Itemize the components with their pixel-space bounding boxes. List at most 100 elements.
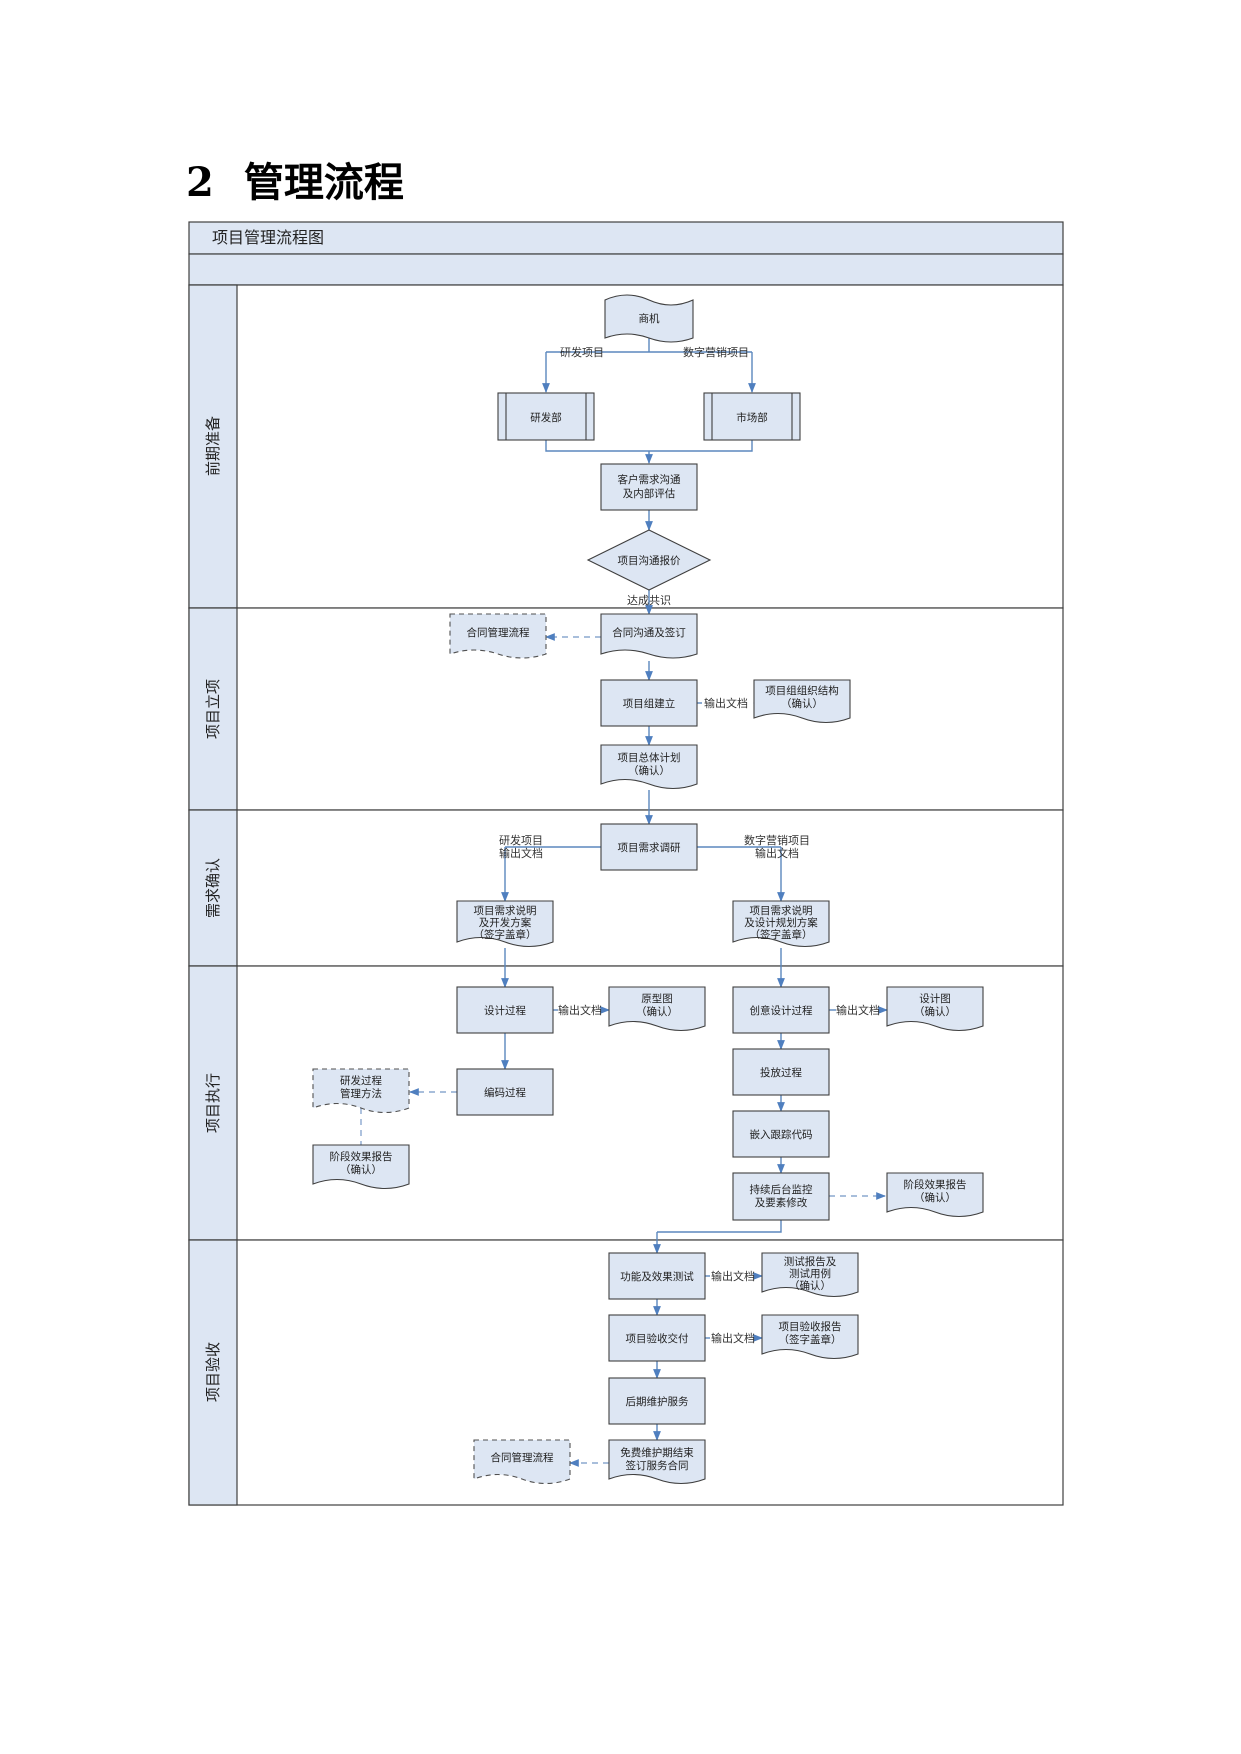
svg-text:及要素修改: 及要素修改 [755,1196,808,1209]
node-chuangyi-sheji: 创意设计过程 [732,986,830,1034]
edge-label-dacheng: 达成共识 [627,594,671,607]
node-xuqiu-diaoyan: 项目需求调研 [600,823,698,871]
svg-text:编码过程: 编码过程 [484,1086,526,1099]
node-jieduan-baogao-right: 阶段效果报告 （确认） [886,1172,984,1218]
edge-label-out1: 输出文档 [704,696,748,710]
svg-text:原型图: 原型图 [641,992,673,1005]
svg-text:合同管理流程: 合同管理流程 [467,626,530,639]
svg-text:项目需求调研: 项目需求调研 [618,842,681,854]
svg-text:项目沟通报价: 项目沟通报价 [618,554,681,567]
svg-text:项目总体计划: 项目总体计划 [618,751,681,764]
diagram-title: 项目管理流程图 [212,228,324,247]
svg-text:研发部: 研发部 [530,411,562,424]
svg-text:商机: 商机 [639,312,660,325]
svg-text:签订服务合同: 签订服务合同 [626,1459,689,1472]
node-shangji: 商机 [604,294,694,343]
edge-label-out4: 输出文档 [711,1269,755,1283]
svg-text:项目验收交付: 项目验收交付 [626,1332,689,1345]
svg-text:及内部评估: 及内部评估 [623,487,676,500]
node-kehu-goutong: 客户需求沟通 及内部评估 [600,463,698,511]
svg-text:合同沟通及签订: 合同沟通及签订 [612,626,686,639]
edge-label-out2: 输出文档 [558,1003,602,1017]
edge-label-out5: 输出文档 [711,1331,755,1345]
node-hetong-sign: 合同沟通及签订 [600,613,698,659]
node-qianru-daima: 嵌入跟踪代码 [732,1110,830,1158]
svg-text:合同管理流程: 合同管理流程 [491,1451,554,1464]
lane-label-xuqiu: 需求确认 [204,858,222,918]
svg-text:管理方法: 管理方法 [340,1087,382,1100]
node-jieduan-baogao-left: 阶段效果报告 （确认） [312,1144,410,1190]
node-gongneng-ceshi: 功能及效果测试 [608,1252,706,1300]
svg-text:客户需求沟通: 客户需求沟通 [618,473,681,486]
node-shejitu: 设计图 （确认） [886,986,984,1032]
svg-text:免费维护期结束: 免费维护期结束 [620,1446,694,1459]
node-zongti-jihua: 项目总体计划 （确认） [600,744,698,790]
node-shuoming-left: 项目需求说明 及开发方案 （签字盖章） [456,900,554,948]
svg-text:后期维护服务: 后期维护服务 [626,1395,689,1408]
svg-text:功能及效果测试: 功能及效果测试 [620,1270,694,1283]
svg-text:阶段效果报告: 阶段效果报告 [330,1150,393,1163]
node-hetong-bottom: 合同管理流程 [473,1439,571,1485]
node-toufang-guocheng: 投放过程 [732,1048,830,1096]
edges [360,338,888,1467]
svg-text:（确认）: （确认） [789,1279,831,1292]
svg-text:项目需求说明: 项目需求说明 [750,904,813,917]
svg-text:（签字盖章）: （签字盖章） [474,928,537,941]
edge-label-yf-out-b: 输出文档 [499,846,543,860]
node-yanshou-jiaofu: 项目验收交付 [608,1314,706,1362]
svg-text:项目需求说明: 项目需求说明 [474,904,537,917]
svg-text:投放过程: 投放过程 [760,1066,802,1079]
svg-text:及设计规划方案: 及设计规划方案 [744,916,818,929]
svg-text:（确认）: （确认） [781,697,823,710]
edge-label-shuzi: 数字营销项目 [683,345,749,359]
edge-label-sz-out-a: 数字营销项目 [744,833,810,847]
svg-text:创意设计过程: 创意设计过程 [750,1004,813,1017]
svg-text:项目组组织结构: 项目组组织结构 [765,684,839,697]
svg-text:设计过程: 设计过程 [484,1004,526,1017]
svg-text:市场部: 市场部 [736,411,768,424]
edge-label-sz-out-b: 输出文档 [755,846,799,860]
node-hetong-left: 合同管理流程 [449,613,547,659]
section-title: 管理流程 [243,160,404,206]
node-baojia-decision: 项目沟通报价 [586,529,712,591]
diagram-header-band [188,253,1064,286]
lane-label-lixiang: 项目立项 [204,679,222,739]
node-yanfa-fangfa: 研发过程 管理方法 [312,1068,410,1114]
lane-label-yanshou: 项目验收 [204,1342,222,1402]
node-ceshi-baogao: 测试报告及 测试用例 （确认） [761,1252,859,1298]
node-yanfabu: 研发部 [497,392,595,441]
node-jiankong: 持续后台监控 及要素修改 [732,1172,830,1221]
node-yuanxingtu: 原型图 （确认） [608,986,706,1032]
node-xmz-jianli: 项目组建立 [600,679,698,727]
svg-text:设计图: 设计图 [919,992,951,1005]
svg-text:阶段效果报告: 阶段效果报告 [904,1178,967,1191]
svg-text:（确认）: （确认） [628,764,670,777]
node-shuoming-right: 项目需求说明 及设计规划方案 （签字盖章） [732,900,830,948]
edge-label-out3: 输出文档 [836,1003,880,1017]
node-weihu-fuwu: 后期维护服务 [608,1377,706,1425]
node-sheji-guocheng: 设计过程 [456,986,554,1034]
node-yanshou-baogao: 项目验收报告 （签字盖章） [761,1314,859,1360]
node-mianfei-weihu: 免费维护期结束 签订服务合同 [608,1439,706,1485]
svg-text:项目验收报告: 项目验收报告 [779,1320,842,1333]
section-heading: 2 管理流程 [186,150,404,208]
svg-text:（确认）: （确认） [340,1163,382,1176]
svg-text:测试报告及: 测试报告及 [784,1255,837,1268]
svg-text:及开发方案: 及开发方案 [479,916,532,929]
svg-text:持续后台监控: 持续后台监控 [750,1183,813,1196]
edge-label-yf-out-a: 研发项目 [499,833,543,847]
svg-text:（签字盖章）: （签字盖章） [750,928,813,941]
section-number: 2 [186,159,214,206]
node-bianma-guocheng: 编码过程 [456,1068,554,1116]
svg-text:项目组建立: 项目组建立 [623,697,676,710]
svg-text:测试用例: 测试用例 [789,1267,831,1280]
edge-label-yanfa: 研发项目 [560,345,604,359]
lane-label-zhixing: 项目执行 [204,1073,222,1133]
svg-text:嵌入跟踪代码: 嵌入跟踪代码 [750,1128,813,1141]
node-xmz-jiegou: 项目组组织结构 （确认） [753,679,851,724]
svg-text:研发过程: 研发过程 [340,1074,382,1087]
node-shichangbu: 市场部 [703,392,801,441]
svg-text:（签字盖章）: （签字盖章） [779,1333,842,1346]
svg-text:（确认）: （确认） [914,1005,956,1018]
